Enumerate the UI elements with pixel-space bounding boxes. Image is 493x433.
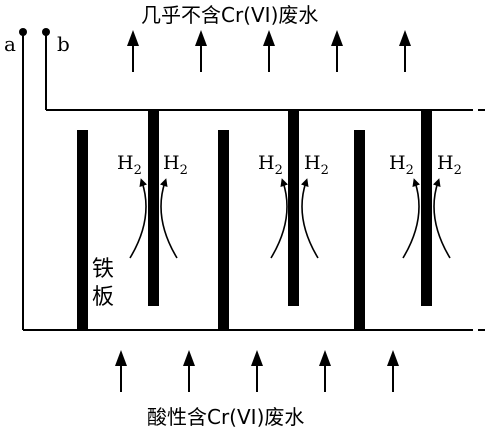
- up-arrow-icon: [115, 350, 127, 392]
- hydrogen-label-right: H2: [437, 152, 462, 178]
- hydrogen-label-right: H2: [304, 152, 329, 178]
- hydrogen-label-left: H2: [389, 152, 414, 178]
- terminal-a: a: [4, 28, 27, 330]
- gas-group-2: H2 H2: [258, 152, 329, 259]
- curved-arrow-icon: [270, 178, 289, 259]
- bottom-label: 酸性含Cr(VI)废水: [147, 405, 304, 429]
- curved-arrow-icon: [159, 178, 178, 259]
- up-arrow-icon: [251, 350, 263, 392]
- terminal-b-label: b: [57, 32, 70, 56]
- hydrogen-label-left: H2: [117, 152, 142, 178]
- top-flow-arrows: [127, 30, 411, 72]
- hydrogen-label-left: H2: [258, 152, 283, 178]
- hydrogen-label-right: H2: [163, 152, 188, 178]
- iron-plate: [148, 110, 159, 306]
- gas-group-1: H2 H2: [117, 152, 188, 259]
- curved-arrow-icon: [402, 178, 421, 259]
- up-arrow-icon: [319, 350, 331, 392]
- up-arrow-icon: [263, 30, 275, 72]
- iron-plate: [354, 130, 365, 330]
- up-arrow-icon: [195, 30, 207, 72]
- gas-group-3: H2 H2: [389, 152, 462, 259]
- iron-plates-bottom: [77, 130, 365, 330]
- electrode-label-line1: 铁: [92, 257, 114, 282]
- curved-arrow-icon: [300, 178, 319, 259]
- up-arrow-icon: [331, 30, 343, 72]
- electrode-label-line2: 板: [92, 285, 114, 310]
- up-arrow-icon: [399, 30, 411, 72]
- iron-plate: [77, 130, 88, 330]
- terminal-a-label: a: [4, 32, 16, 56]
- up-arrow-icon: [183, 350, 195, 392]
- bottom-flow-arrows: [115, 350, 399, 392]
- iron-plates-top: [148, 110, 432, 306]
- iron-plate: [288, 110, 299, 306]
- iron-plate: [421, 110, 432, 306]
- electrode-label: 铁 板: [92, 257, 114, 310]
- up-arrow-icon: [387, 350, 399, 392]
- curved-arrow-icon: [432, 178, 451, 259]
- terminal-b: b: [42, 28, 70, 110]
- up-arrow-icon: [127, 30, 139, 72]
- iron-plate: [218, 130, 229, 330]
- top-label: 几乎不含Cr(VI)废水: [141, 3, 318, 27]
- curved-arrow-icon: [129, 178, 148, 259]
